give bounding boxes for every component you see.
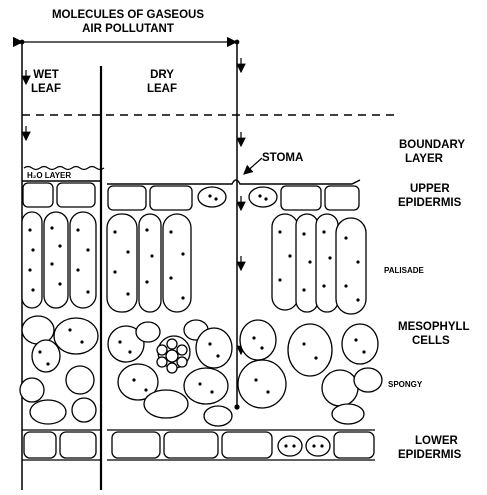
wet-label-line2: LEAF — [31, 83, 61, 95]
palisade-cells-dry-right — [272, 214, 366, 314]
title-line1: MOLECULES OF GASEOUS — [52, 9, 204, 21]
width-arrow — [20, 40, 240, 45]
upper-epidermis-label-line2: EPIDERMIS — [398, 197, 462, 209]
dry-label-line2: LEAF — [147, 83, 177, 95]
mesophyll-label-line2: CELLS — [412, 335, 450, 347]
palisade-cells-dry-left — [107, 214, 191, 312]
palisade-cells-wet — [22, 212, 96, 308]
dry-label-line1: DRY — [150, 69, 174, 81]
boundary-layer-label-line2: LAYER — [405, 153, 444, 165]
title-line2: AIR POLLUTANT — [82, 23, 174, 35]
palisade-label: PALISADE — [384, 266, 425, 275]
stoma-pointer — [244, 158, 262, 174]
water-layer: H₂O LAYER — [24, 167, 104, 181]
wet-label-line1: WET — [33, 69, 59, 81]
pollutant-path — [234, 42, 241, 410]
spongy-cells — [20, 316, 382, 426]
spongy-label: SPONGY — [388, 380, 423, 389]
mesophyll-label-line1: MESOPHYLL — [398, 321, 470, 333]
boundary-layer-label-line1: BOUNDARY — [399, 139, 465, 151]
lower-epidermis-label-line1: LOWER — [415, 435, 458, 447]
upper-epidermis-cells — [23, 183, 359, 210]
stoma-label: STOMA — [262, 152, 303, 164]
lower-epidermis-label-line2: EPIDERMIS — [398, 449, 462, 461]
upper-epidermis-label-line1: UPPER — [410, 183, 450, 195]
water-layer-label: H₂O LAYER — [27, 171, 71, 180]
